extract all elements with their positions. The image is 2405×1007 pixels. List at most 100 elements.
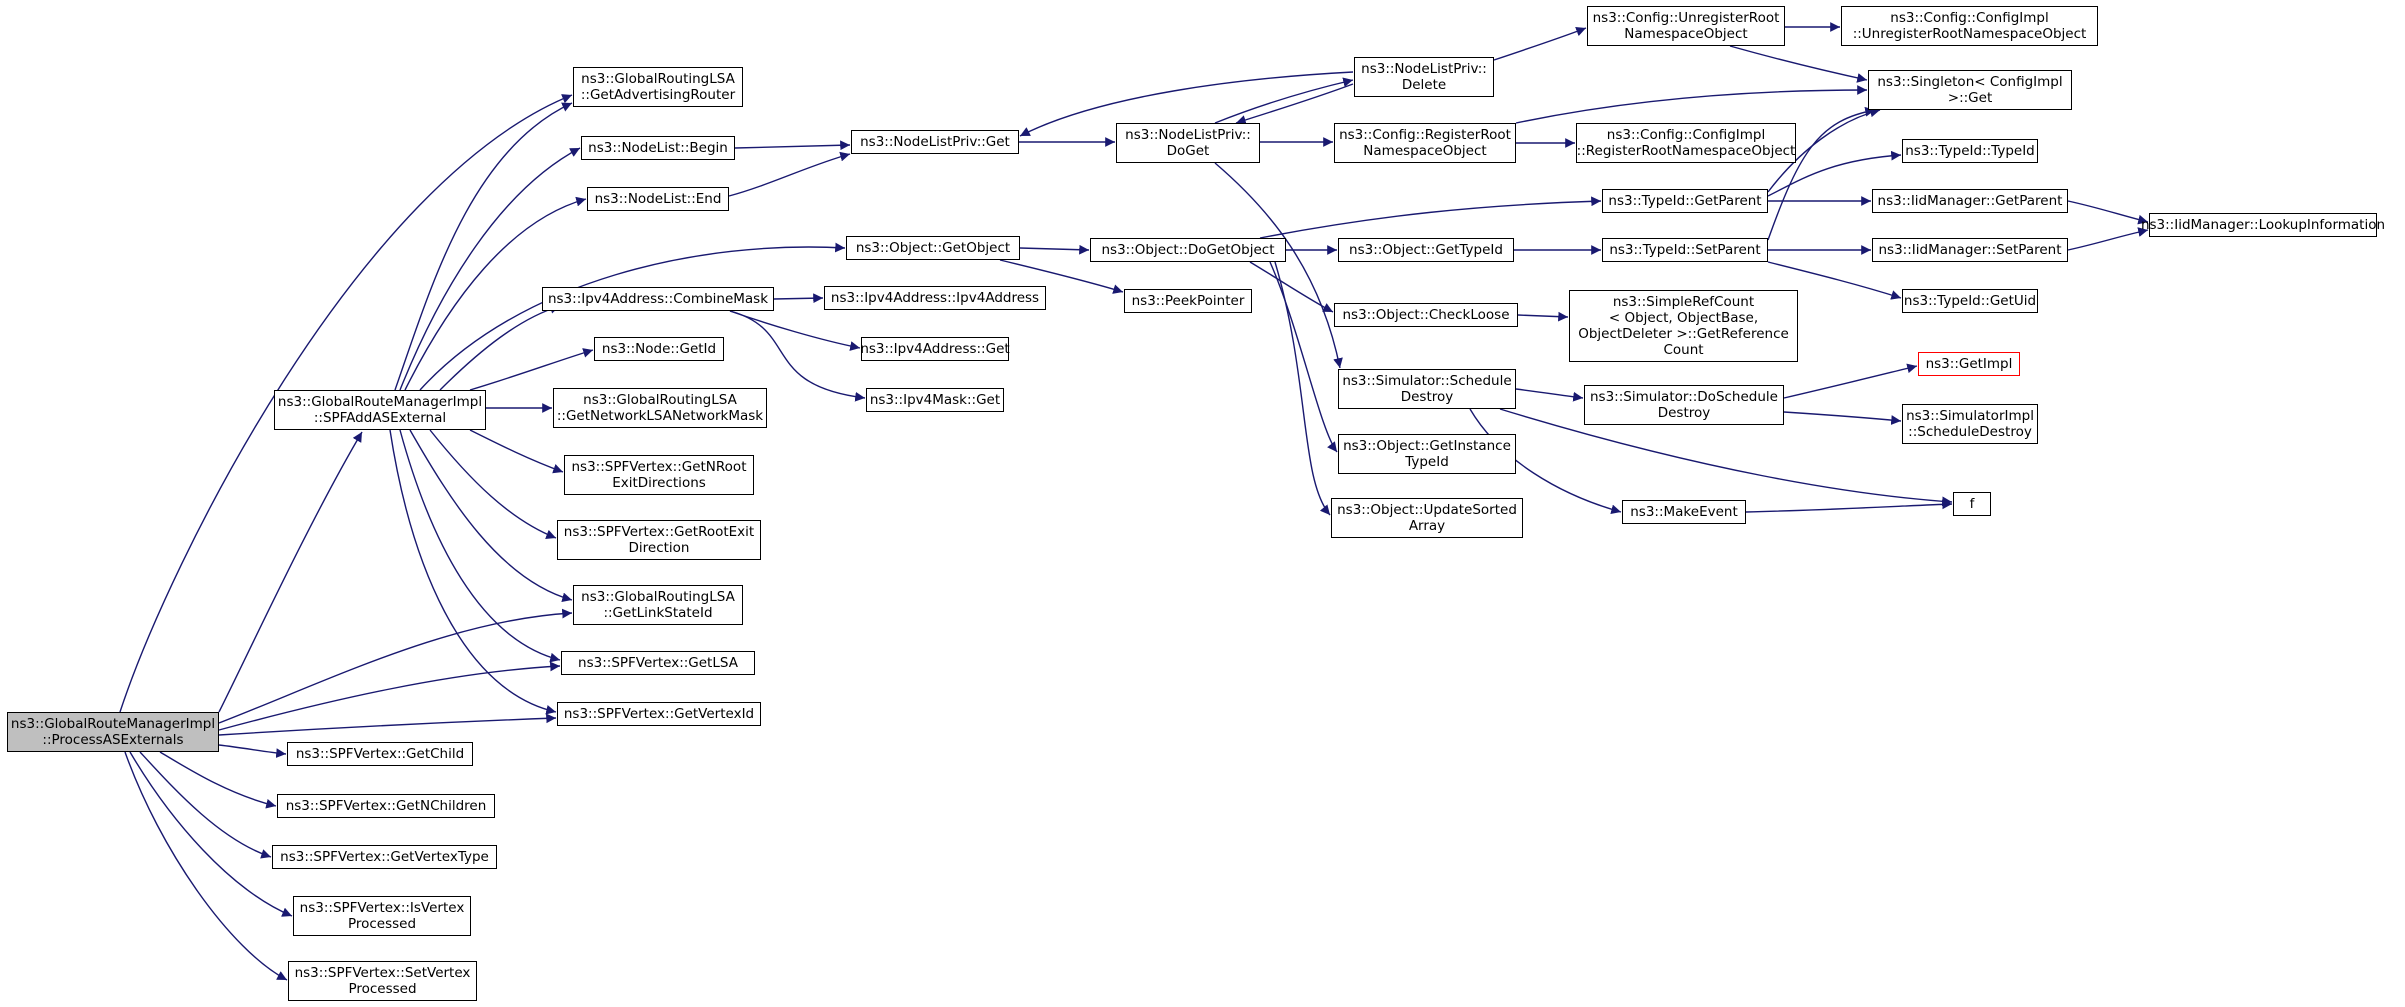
node-nlbegin[interactable]: ns3::NodeList::Begin <box>581 136 735 160</box>
edge-typeidgetparent-typeidtypeid <box>1767 150 1902 197</box>
node-getlinkstateid[interactable]: ns3::GlobalRoutingLSA::GetLinkStateId <box>573 585 743 625</box>
edge-doschedule-simimplschedule <box>1783 411 1902 425</box>
node-label-line: ns3::GlobalRoutingLSA <box>583 392 737 408</box>
node-label-line: ns3::SPFVertex::GetLSA <box>578 655 738 671</box>
node-typeidsetparent[interactable]: ns3::TypeId::SetParent <box>1602 238 1768 262</box>
node-label-line: ns3::GlobalRoutingLSA <box>581 71 735 87</box>
node-label-line: NamespaceObject <box>1624 26 1748 42</box>
edge-root-setvertexprocessed <box>124 751 288 981</box>
node-label-line: >::Get <box>1947 90 1993 106</box>
node-label-line: ns3::Ipv4Address::Get <box>860 341 1010 357</box>
edge-nlend-nlpget <box>728 151 851 197</box>
node-getchild[interactable]: ns3::SPFVertex::GetChild <box>287 742 473 766</box>
node-label-line: ns3::NodeListPriv::Get <box>860 134 1010 150</box>
node-spfadd[interactable]: ns3::GlobalRouteManagerImpl::SPFAddASExt… <box>274 390 486 430</box>
node-nlpdelete[interactable]: ns3::NodeListPriv::Delete <box>1354 57 1494 97</box>
node-label-line: Processed <box>348 981 417 997</box>
node-getobjtypeid[interactable]: ns3::Object::GetTypeId <box>1338 238 1514 262</box>
node-peekpointer[interactable]: ns3::PeekPointer <box>1124 289 1252 313</box>
node-label-line: ns3::Object::CheckLoose <box>1342 307 1510 323</box>
node-f[interactable]: f <box>1953 492 1991 516</box>
node-label-line: ns3::Object::UpdateSorted <box>1337 502 1517 518</box>
node-nlpdoget[interactable]: ns3::NodeListPriv::DoGet <box>1116 123 1260 163</box>
node-label-line: ::SPFAddASExternal <box>313 410 447 426</box>
edge-spfadd-nlbegin <box>399 147 581 391</box>
node-singleton[interactable]: ns3::Singleton< ConfigImpl>::Get <box>1868 70 2072 110</box>
node-label-line: ::GetNetworkLSANetworkMask <box>556 408 764 424</box>
node-getvertextype[interactable]: ns3::SPFVertex::GetVertexType <box>272 845 497 869</box>
edge-root-getvertexid <box>218 713 557 736</box>
edge-unregroot-singleton <box>1729 45 1868 83</box>
node-getnchildren[interactable]: ns3::SPFVertex::GetNChildren <box>277 794 495 818</box>
node-root[interactable]: ns3::GlobalRouteManagerImpl::ProcessASEx… <box>7 712 219 752</box>
edge-schedule-f <box>1499 408 1953 507</box>
node-nodegetid[interactable]: ns3::Node::GetId <box>594 337 724 361</box>
node-getnetmask[interactable]: ns3::GlobalRoutingLSA::GetNetworkLSANetw… <box>553 388 767 428</box>
node-getuid[interactable]: ns3::TypeId::GetUid <box>1902 289 2038 313</box>
node-getadvrouter[interactable]: ns3::GlobalRoutingLSA::GetAdvertisingRou… <box>573 67 743 107</box>
node-implunreg[interactable]: ns3::Config::ConfigImpl::UnregisterRootN… <box>1841 6 2098 46</box>
edge-spfadd-getadvrouter <box>394 102 573 391</box>
edge-schedule-doschedule <box>1515 388 1584 402</box>
node-iidgetparent[interactable]: ns3::IidManager::GetParent <box>1872 189 2068 213</box>
node-getimpl[interactable]: ns3::GetImpl <box>1918 352 2020 376</box>
node-implreg[interactable]: ns3::Config::ConfigImpl::RegisterRootNam… <box>1576 123 1796 163</box>
node-ipv4maskget[interactable]: ns3::Ipv4Mask::Get <box>866 388 1004 412</box>
node-label-line: ns3::TypeId::GetUid <box>1903 293 2037 309</box>
node-label-line: ns3::GlobalRoutingLSA <box>581 589 735 605</box>
node-lookupinfo[interactable]: ns3::IidManager::LookupInformation <box>2141 213 2385 237</box>
node-label-line: Destroy <box>1400 389 1454 405</box>
node-simimplschedule[interactable]: ns3::SimulatorImpl::ScheduleDestroy <box>1902 404 2038 444</box>
node-combinemask[interactable]: ns3::Ipv4Address::CombineMask <box>542 287 774 311</box>
node-label-line: ns3::Simulator::DoSchedule <box>1590 389 1778 405</box>
node-label-line: ns3::GlobalRouteManagerImpl <box>277 394 483 410</box>
node-label-line: ::RegisterRootNamespaceObject <box>1576 143 1796 159</box>
node-makeevent[interactable]: ns3::MakeEvent <box>1622 500 1746 524</box>
node-label-line: ns3::Object::DoGetObject <box>1101 242 1275 258</box>
node-label-line: ns3::TypeId::TypeId <box>1905 143 2035 159</box>
edge-dogetobject-checkloose <box>1249 261 1334 313</box>
node-dogetobject[interactable]: ns3::Object::DoGetObject <box>1090 238 1286 262</box>
node-label-line: ::GetLinkStateId <box>603 605 713 621</box>
node-label-line: ns3::Ipv4Address::Ipv4Address <box>830 290 1040 306</box>
edge-checkloose-simplerefcount <box>1517 311 1569 322</box>
node-ipv4addrget[interactable]: ns3::Ipv4Address::Get <box>860 337 1010 361</box>
edge-spfadd-nodegetid <box>469 348 594 391</box>
edge-spfadd-getvertexid <box>389 429 557 715</box>
node-label-line: ns3::SPFVertex::IsVertex <box>299 900 465 916</box>
edge-spfadd-combinemask <box>439 304 561 391</box>
edge-dogetobject-updatesorted <box>1274 261 1331 516</box>
edge-root-getadvrouter <box>119 94 573 713</box>
node-typeidgetparent[interactable]: ns3::TypeId::GetParent <box>1602 189 1768 213</box>
node-label-line: ::GetAdvertisingRouter <box>580 87 736 103</box>
node-getobject[interactable]: ns3::Object::GetObject <box>846 236 1020 260</box>
node-getvertexid[interactable]: ns3::SPFVertex::GetVertexId <box>557 702 761 726</box>
node-typeidtypeid[interactable]: ns3::TypeId::TypeId <box>1902 139 2038 163</box>
node-label-line: ns3::NodeList::Begin <box>588 140 728 156</box>
node-nlpget[interactable]: ns3::NodeListPriv::Get <box>851 130 1019 154</box>
node-label-line: ns3::GetImpl <box>1925 356 2013 372</box>
node-checkloose[interactable]: ns3::Object::CheckLoose <box>1334 303 1518 327</box>
node-label-line: f <box>1969 496 1975 512</box>
node-label-line: DoGet <box>1166 143 1210 159</box>
node-getlsa[interactable]: ns3::SPFVertex::GetLSA <box>561 651 755 675</box>
node-nlend[interactable]: ns3::NodeList::End <box>587 187 729 211</box>
node-iidsetparent[interactable]: ns3::IidManager::SetParent <box>1872 238 2068 262</box>
node-label-line: ns3::Object::GetTypeId <box>1349 242 1503 258</box>
edge-getobject-peekpointer <box>999 259 1124 294</box>
node-simplerefcount[interactable]: ns3::SimpleRefCount< Object, ObjectBase,… <box>1569 290 1798 362</box>
node-label-line: ns3::Simulator::Schedule <box>1342 373 1512 389</box>
node-ipv4address[interactable]: ns3::Ipv4Address::Ipv4Address <box>824 286 1046 310</box>
